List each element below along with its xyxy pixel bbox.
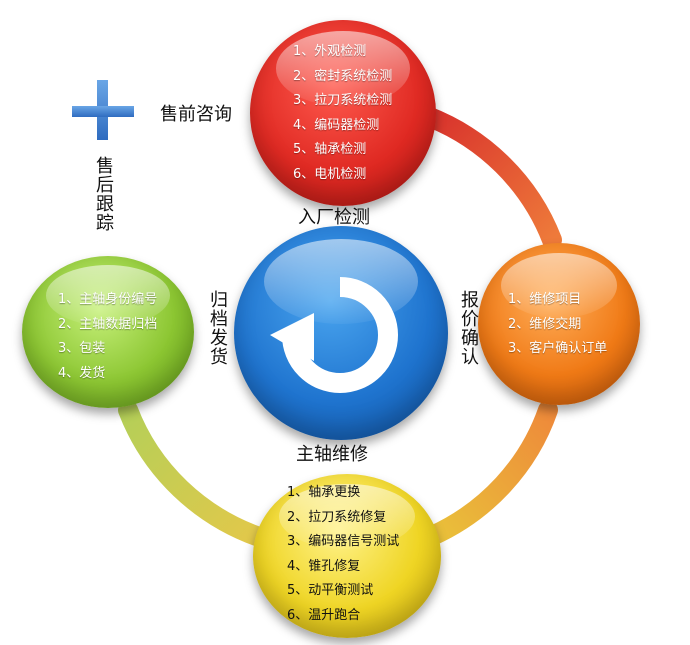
list-item: 3、客户确认订单 — [508, 341, 608, 356]
list-item: 2、主轴数据归档 — [58, 316, 158, 332]
inspection-label: 入厂检测 — [298, 207, 370, 228]
list-item: 4、发货 — [58, 365, 106, 381]
repair-item-list: 1、轴承更换 2、拉刀系统修复 3、编码器信号测试 4、锥孔修复 5、动平衡测试… — [287, 481, 399, 628]
aftersale-label: 售后跟踪 — [93, 156, 114, 232]
plus-icon — [72, 80, 134, 140]
list-item: 2、拉刀系统修复 — [287, 509, 387, 525]
list-item: 1、轴承更换 — [287, 485, 361, 500]
presale-label: 售前咨询 — [160, 104, 232, 125]
list-item: 3、编码器信号测试 — [287, 534, 400, 549]
shipping-label: 归档发货 — [207, 290, 228, 366]
list-item: 6、电机检测 — [293, 166, 367, 182]
ring-segment-quote-to-repair — [422, 400, 558, 546]
list-item: 3、拉刀系统检测 — [293, 93, 393, 108]
list-item: 4、编码器检测 — [293, 117, 380, 133]
stage-circle-shipping — [22, 256, 194, 408]
quote-label: 报价确认 — [458, 290, 479, 366]
ring-segment-inspection-to-quote — [417, 106, 562, 250]
stage-circle-repair — [253, 474, 441, 638]
list-item: 5、轴承检测 — [293, 142, 367, 157]
list-item: 4、锥孔修复 — [287, 558, 361, 574]
list-item: 2、维修交期 — [508, 316, 582, 332]
stage-circle-quote — [478, 243, 640, 405]
center-circle — [234, 226, 448, 440]
quote-item-list: 1、维修项目 2、维修交期 3、客户确认订单 — [508, 288, 607, 362]
shipping-item-list: 1、主轴身份编号 2、主轴数据归档 3、包装 4、发货 — [58, 288, 157, 386]
stage-circle-inspection — [250, 20, 436, 206]
list-item: 6、温升跑合 — [287, 607, 361, 623]
list-item: 5、动平衡测试 — [287, 583, 374, 598]
list-item: 2、密封系统检测 — [293, 68, 393, 84]
center-label: 主轴维修 — [296, 444, 368, 465]
list-item: 1、外观检测 — [293, 44, 367, 59]
ring-segment-repair-to-shipping — [118, 400, 272, 548]
rotate-arrow-icon — [270, 277, 398, 393]
list-item: 1、主轴身份编号 — [58, 292, 158, 307]
inspection-item-list: 1、外观检测 2、密封系统检测 3、拉刀系统检测 4、编码器检测 5、轴承检测 … — [293, 40, 392, 187]
list-item: 1、维修项目 — [508, 292, 582, 307]
list-item: 3、包装 — [58, 341, 106, 356]
